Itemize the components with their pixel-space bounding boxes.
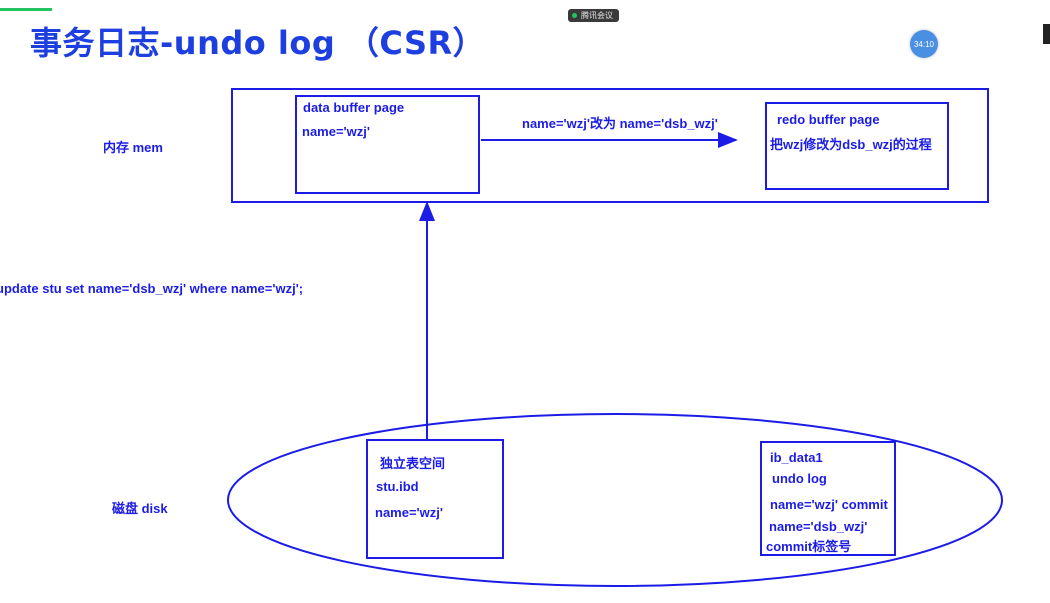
- memory-region-box: [231, 88, 989, 203]
- change-note-label: name='wzj'改为 name='dsb_wzj': [522, 116, 718, 131]
- tablespace-value: name='wzj': [375, 505, 443, 520]
- ibdata-entry-new-value: name='dsb_wzj': [769, 519, 868, 534]
- data-buffer-page-title: data buffer page: [303, 100, 405, 115]
- top-accent-bar: [0, 8, 52, 11]
- redo-buffer-page-box: [765, 102, 949, 190]
- meeting-status-icon: [572, 13, 577, 18]
- disk-label: 磁盘 disk: [112, 501, 168, 516]
- tablespace-title: 独立表空间: [380, 456, 446, 471]
- memory-label: 内存 mem: [103, 140, 163, 155]
- ibdata-box: [760, 441, 896, 556]
- meeting-app-indicator[interactable]: 腾讯会议: [568, 9, 619, 22]
- ibdata-title: ib_data1: [770, 450, 823, 465]
- data-buffer-page-value: name='wzj': [302, 124, 370, 139]
- meeting-app-label: 腾讯会议: [581, 11, 613, 20]
- ibdata-subtitle: undo log: [772, 471, 827, 486]
- tablespace-file: stu.ibd: [376, 479, 419, 494]
- window-edge: [1043, 24, 1050, 44]
- ibdata-entry-commit-tag: commit标签号: [766, 539, 852, 554]
- sql-statement: update stu set name='dsb_wzj' where name…: [0, 281, 304, 296]
- timer-badge[interactable]: 34:10: [910, 30, 938, 58]
- tablespace-box: [366, 439, 504, 559]
- ibdata-entry-commit: name='wzj' commit: [770, 497, 888, 512]
- disk-ellipse: [227, 413, 1003, 587]
- redo-buffer-page-desc: 把wzj修改为dsb_wzj的过程: [770, 137, 932, 152]
- data-buffer-page-box: [295, 95, 480, 194]
- slide-title: 事务日志-undo log （CSR）: [30, 24, 486, 62]
- redo-buffer-page-title: redo buffer page: [777, 112, 880, 127]
